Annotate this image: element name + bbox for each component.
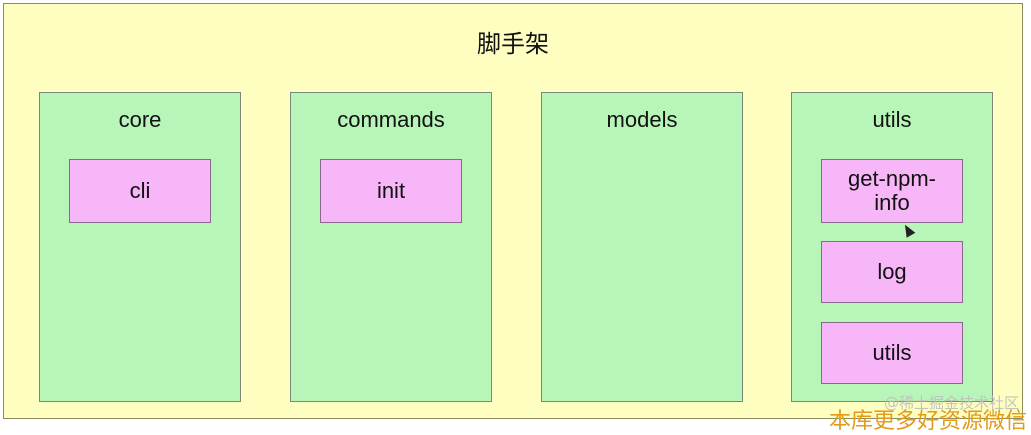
module-models: models bbox=[541, 92, 743, 402]
module-label-commands: commands bbox=[337, 107, 445, 132]
scaffold-container: 脚手架 core cli commands init models utils … bbox=[3, 3, 1023, 419]
package-cli: cli bbox=[69, 159, 211, 223]
package-label-log: log bbox=[877, 258, 907, 284]
package-label-init: init bbox=[376, 177, 406, 203]
watermark: @稀土掘金技术社区 bbox=[883, 394, 1019, 412]
module-commands: commands init bbox=[290, 92, 492, 402]
package-label-utils: utils bbox=[872, 339, 912, 365]
module-label-models: models bbox=[606, 107, 678, 132]
module-label-core: core bbox=[118, 107, 162, 132]
package-init: init bbox=[320, 159, 462, 223]
package-label-get-npm-info: get-npm-info bbox=[847, 165, 937, 215]
package-label-cli: cli bbox=[129, 177, 151, 203]
package-log: log bbox=[821, 241, 963, 303]
package-get-npm-info: get-npm-info bbox=[821, 159, 963, 223]
package-utils: utils bbox=[821, 322, 963, 384]
scaffold-title: 脚手架 bbox=[477, 30, 549, 58]
module-utils: utils get-npm-info log utils bbox=[791, 92, 993, 402]
bottom-overlay-text: 本库更多好资源微信 bbox=[828, 409, 1027, 434]
module-core: core cli bbox=[39, 92, 241, 402]
module-label-utils: utils bbox=[872, 107, 912, 132]
